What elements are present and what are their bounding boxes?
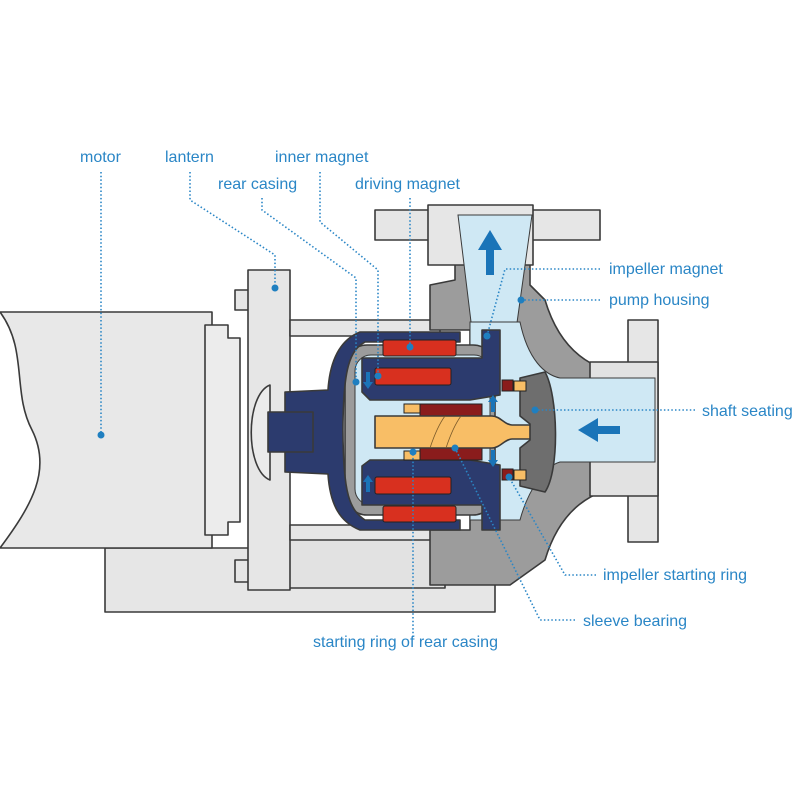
small-flow-arrow-rear-down-icon	[363, 372, 373, 389]
label-starting-ring-rear-casing: starting ring of rear casing	[313, 634, 498, 651]
driving-magnet-top	[382, 339, 457, 357]
small-flow-arrow-up-icon	[488, 395, 498, 412]
label-lantern: lantern	[165, 149, 214, 166]
small-flow-arrow-down-icon	[488, 450, 498, 467]
pump-foot	[284, 537, 446, 589]
shaft-spiral	[429, 415, 462, 449]
label-inner-magnet: inner magnet	[275, 149, 369, 166]
label-driving-magnet: driving magnet	[355, 176, 461, 193]
label-shaft-seating: shaft seating	[702, 403, 793, 420]
label-sleeve-bearing: sleeve bearing	[583, 613, 687, 630]
shaft-seating	[519, 371, 557, 493]
label-rear-casing: rear casing	[218, 176, 297, 193]
inlet-flow-arrow-icon	[578, 418, 620, 442]
label-pump-housing: pump housing	[609, 292, 710, 309]
motor-body	[0, 311, 213, 549]
label-impeller-magnet: impeller magnet	[609, 261, 723, 278]
coupling-hump	[250, 384, 271, 481]
rear-starting-ring-top	[403, 403, 421, 414]
small-flow-arrow-rear-up-icon	[363, 475, 373, 492]
driving-magnet-carrier	[284, 331, 461, 531]
impeller-seat-ring-top	[513, 380, 527, 392]
inner-magnet-top	[374, 367, 452, 386]
discharge-flow-arrow-icon	[478, 230, 502, 275]
driving-magnet-bottom	[382, 505, 457, 523]
motor-end-cap	[204, 324, 241, 536]
label-impeller-starting-ring: impeller starting ring	[603, 567, 747, 584]
motor-shaft-stub	[267, 411, 314, 453]
impeller-starting-ring-top	[501, 379, 514, 392]
impeller-seat-ring-bottom	[513, 469, 527, 481]
label-motor: motor	[80, 149, 122, 166]
